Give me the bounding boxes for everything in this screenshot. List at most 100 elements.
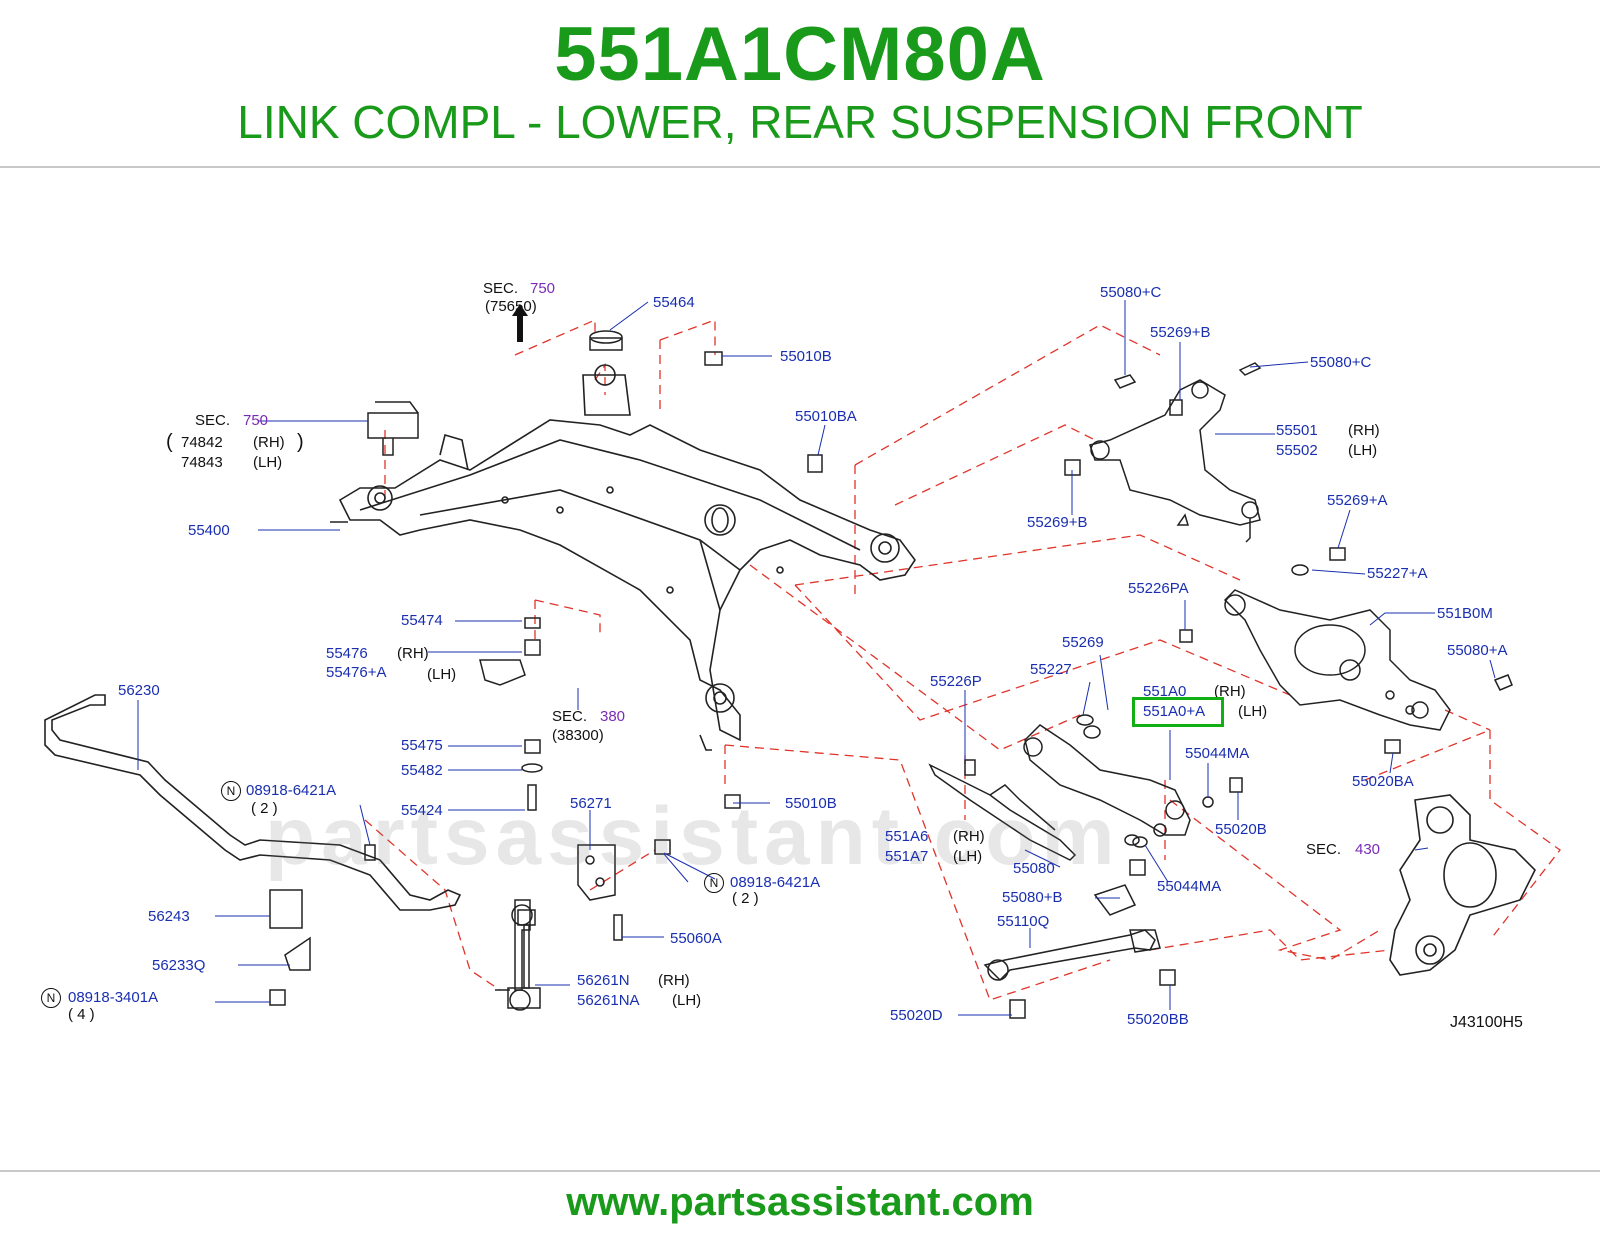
part-55502[interactable]: 55502 bbox=[1276, 442, 1318, 459]
sec-750-link[interactable]: 750 bbox=[530, 280, 556, 297]
part-55080B[interactable]: 55080+B bbox=[1002, 889, 1063, 906]
sec-430-link[interactable]: 430 bbox=[1355, 841, 1381, 858]
part-55269B-1[interactable]: 55269+B bbox=[1150, 324, 1211, 341]
part-55080A[interactable]: 55080+A bbox=[1447, 642, 1508, 659]
lh-55502: (LH) bbox=[1348, 442, 1378, 459]
leader-dashed-lines bbox=[364, 319, 1561, 1001]
highlighted-part-box bbox=[1132, 697, 1224, 727]
part-56243[interactable]: 56243 bbox=[148, 908, 190, 925]
diagram-code: J43100H5 bbox=[1450, 1014, 1523, 1031]
lh-56261NA: (LH) bbox=[672, 992, 702, 1009]
stabilizer-bar-56230 bbox=[44, 694, 462, 911]
ref-75650: (75650) bbox=[485, 298, 537, 315]
part-74843[interactable]: 74843 bbox=[181, 454, 223, 471]
qty-4: ( 4 ) bbox=[68, 1006, 95, 1023]
lh-551A0A: (LH) bbox=[1238, 703, 1268, 720]
crossmember-55400 bbox=[330, 364, 916, 751]
part-description: LINK COMPL - LOWER, REAR SUSPENSION FRON… bbox=[237, 96, 1363, 148]
part-number-title: 551A1CM80A bbox=[554, 12, 1046, 97]
rh-55501: (RH) bbox=[1348, 422, 1380, 439]
sec-label: SEC. bbox=[552, 708, 588, 725]
link-551A0 bbox=[1023, 714, 1243, 848]
part-55080C-1[interactable]: 55080+C bbox=[1100, 284, 1162, 301]
footer-divider bbox=[0, 1170, 1600, 1172]
rh-56261N: (RH) bbox=[658, 972, 690, 989]
sec-750-link-2[interactable]: 750 bbox=[243, 412, 269, 429]
part-55476[interactable]: 55476 bbox=[326, 645, 368, 662]
part-08918-6421A-1[interactable]: 08918-6421A bbox=[246, 782, 337, 799]
part-551A6[interactable]: 551A6 bbox=[885, 828, 929, 845]
sec-label: SEC. bbox=[1306, 841, 1342, 858]
part-55044MA-2[interactable]: 55044MA bbox=[1157, 878, 1222, 895]
part-55226P[interactable]: 55226P bbox=[930, 673, 982, 690]
part-55010B-bottom[interactable]: 55010B bbox=[785, 795, 837, 812]
rh-74842: (RH) bbox=[253, 434, 285, 451]
small-hardware bbox=[269, 330, 823, 1009]
n-marker-icon: N bbox=[221, 781, 241, 801]
part-551A0A-highlighted[interactable]: 551A0+A bbox=[1143, 703, 1206, 720]
n-marker-icon: N bbox=[41, 988, 61, 1008]
rh-55476: (RH) bbox=[397, 645, 429, 662]
part-55020D[interactable]: 55020D bbox=[890, 1007, 943, 1024]
part-55464[interactable]: 55464 bbox=[653, 294, 695, 311]
part-55424[interactable]: 55424 bbox=[401, 802, 443, 819]
part-56261N[interactable]: 56261N bbox=[577, 972, 630, 989]
qty-2-b: ( 2 ) bbox=[732, 890, 759, 907]
part-551B0M[interactable]: 551B0M bbox=[1437, 605, 1493, 622]
sec-label: SEC. bbox=[195, 412, 231, 429]
part-55044MA-1[interactable]: 55044MA bbox=[1185, 745, 1250, 762]
part-55482[interactable]: 55482 bbox=[401, 762, 443, 779]
bracket-right: ) bbox=[297, 431, 304, 453]
part-55020B[interactable]: 55020B bbox=[1215, 821, 1267, 838]
part-55010BA[interactable]: 55010BA bbox=[795, 408, 857, 425]
label-leader-lines bbox=[137, 300, 1496, 1016]
part-08918-3401A[interactable]: 08918-3401A bbox=[68, 989, 159, 1006]
part-56233Q[interactable]: 56233Q bbox=[152, 957, 206, 974]
diagram-drawing bbox=[44, 300, 1561, 1019]
qty-2-a: ( 2 ) bbox=[251, 800, 278, 817]
part-55110Q[interactable]: 55110Q bbox=[997, 913, 1050, 930]
upper-arm-55501 bbox=[1064, 362, 1262, 543]
part-55269[interactable]: 55269 bbox=[1062, 634, 1104, 651]
lower-arm-551B0M bbox=[1179, 547, 1513, 754]
arrow-sec-750 bbox=[512, 304, 528, 342]
part-55020BA[interactable]: 55020BA bbox=[1352, 773, 1414, 790]
header-divider bbox=[0, 166, 1600, 168]
part-55226PA[interactable]: 55226PA bbox=[1128, 580, 1189, 597]
sec-380-link[interactable]: 380 bbox=[600, 708, 626, 725]
rh-551A0: (RH) bbox=[1214, 683, 1246, 700]
part-56261NA[interactable]: 56261NA bbox=[577, 992, 640, 1009]
lateral-link-55110Q bbox=[983, 834, 1176, 1019]
part-55400[interactable]: 55400 bbox=[188, 522, 230, 539]
rh-551A6: (RH) bbox=[953, 828, 985, 845]
part-55269A[interactable]: 55269+A bbox=[1327, 492, 1388, 509]
part-74842[interactable]: 74842 bbox=[181, 434, 223, 451]
part-55474[interactable]: 55474 bbox=[401, 612, 443, 629]
bracket-551A6 bbox=[928, 759, 1077, 861]
part-56271[interactable]: 56271 bbox=[570, 795, 612, 812]
part-55020BB[interactable]: 55020BB bbox=[1127, 1011, 1189, 1028]
part-55269B-2[interactable]: 55269+B bbox=[1027, 514, 1088, 531]
footer-website-link[interactable]: www.partsassistant.com bbox=[566, 1180, 1034, 1224]
part-55227A[interactable]: 55227+A bbox=[1367, 565, 1428, 582]
lh-74843: (LH) bbox=[253, 454, 283, 471]
part-08918-6421A-2[interactable]: 08918-6421A bbox=[730, 874, 821, 891]
watermark: partsassistant.com bbox=[265, 791, 1121, 882]
part-55501[interactable]: 55501 bbox=[1276, 422, 1318, 439]
part-551A0[interactable]: 551A0 bbox=[1143, 683, 1187, 700]
bracket-left: ( bbox=[166, 431, 173, 453]
part-55060A[interactable]: 55060A bbox=[670, 930, 722, 947]
drop-link-56261N bbox=[495, 899, 533, 1011]
part-551A7[interactable]: 551A7 bbox=[885, 848, 929, 865]
part-55010B-top[interactable]: 55010B bbox=[780, 348, 832, 365]
part-55476A[interactable]: 55476+A bbox=[326, 664, 387, 681]
knuckle-sec-430 bbox=[1389, 794, 1536, 976]
part-55227[interactable]: 55227 bbox=[1030, 661, 1072, 678]
sec-label: SEC. bbox=[483, 280, 519, 297]
part-55475[interactable]: 55475 bbox=[401, 737, 443, 754]
n-marker-icon: N bbox=[704, 873, 724, 893]
part-55080C-2[interactable]: 55080+C bbox=[1310, 354, 1372, 371]
part-55080[interactable]: 55080 bbox=[1013, 860, 1055, 877]
lh-55476: (LH) bbox=[427, 666, 457, 683]
part-56230[interactable]: 56230 bbox=[118, 682, 160, 699]
